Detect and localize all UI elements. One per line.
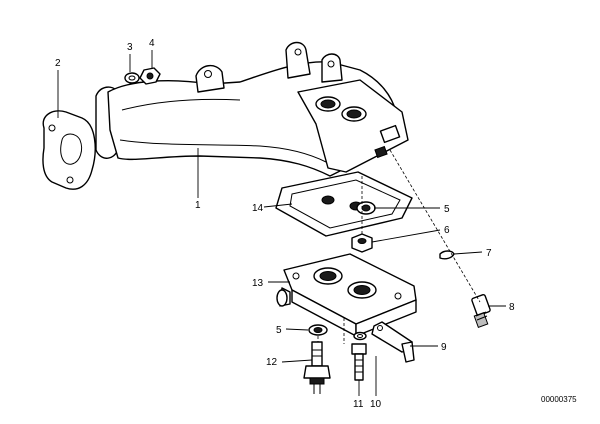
- callout-8: 8: [509, 302, 515, 313]
- callout-3: 3: [127, 42, 133, 53]
- bracket-9: [371, 321, 415, 363]
- nut-4: [139, 67, 161, 85]
- sensor-8: [471, 294, 491, 328]
- spacer-block-13: [276, 253, 417, 337]
- callout-13: 13: [252, 278, 264, 289]
- callout-1: 1: [195, 200, 201, 211]
- bolt-11: [351, 343, 367, 381]
- callout-5-upper: 5: [444, 204, 450, 215]
- flange-gasket: [42, 110, 96, 190]
- callout-6: 6: [444, 225, 450, 236]
- intake-manifold: [95, 41, 409, 177]
- callout-11: 11: [353, 399, 364, 410]
- drawing-number: 00000375: [541, 395, 577, 404]
- callout-10: 10: [370, 399, 382, 410]
- gasket-14: [275, 171, 413, 237]
- callout-9: 9: [441, 342, 447, 353]
- callout-5-lower: 5: [276, 325, 282, 336]
- assembly-line-8: [389, 149, 481, 303]
- nut-5-lower: [308, 324, 328, 336]
- callout-2: 2: [55, 58, 61, 69]
- sleeve-6: [351, 233, 373, 253]
- sender-12: [303, 341, 331, 394]
- washer-10: [353, 331, 367, 341]
- leader-lines: [57, 50, 506, 396]
- nut-5-upper: [356, 201, 376, 215]
- callout-4: 4: [149, 38, 155, 49]
- callout-12: 12: [266, 357, 278, 368]
- callout-14: 14: [252, 203, 264, 214]
- clip-7: [439, 250, 455, 260]
- callout-7: 7: [486, 248, 492, 259]
- washer-3: [124, 72, 140, 84]
